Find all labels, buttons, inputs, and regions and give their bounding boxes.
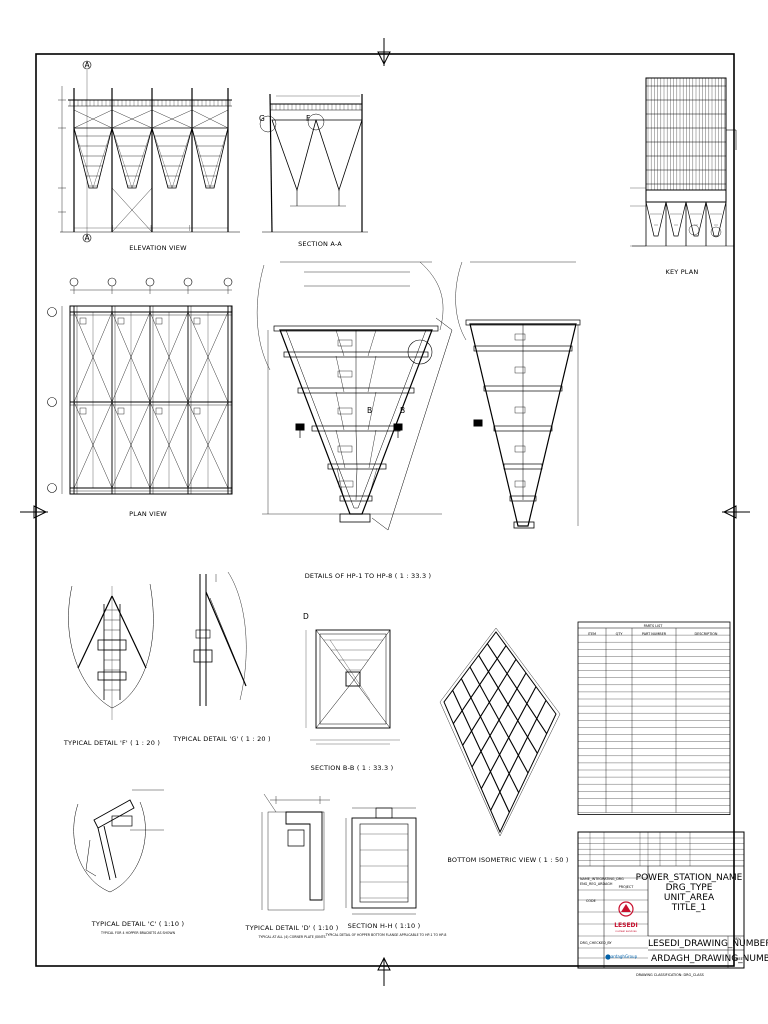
section-a-a-drawing: [259, 93, 368, 233]
elevation-view: [58, 70, 240, 234]
drawing-checked-field: DRG_CHECKED_BY: [580, 941, 613, 945]
plan-view-title: PLAN VIEW: [129, 510, 167, 518]
section-marker-b-right: B: [400, 406, 405, 415]
plan-view-drawing: [61, 286, 233, 495]
drawing-title: TITLE_1: [671, 903, 707, 913]
lesedi-logo-subtext: nuclear services: [615, 929, 637, 933]
section-marker-a-top-label: A: [85, 61, 91, 70]
drawing-classification: DRAWING CLASSIFICATION: DRG_CLASS: [636, 973, 704, 977]
code-label: CODE: [586, 899, 596, 903]
drawing-border: [35, 53, 735, 967]
parts-list-header-part-number: PART NUMBER: [642, 632, 667, 636]
ardagh-drawing-number: ARDAGH_DRAWING_NUMBER: [651, 954, 768, 964]
grid-column-marker: [69, 277, 79, 287]
lesedi-drawing-number: LESEDI_DRAWING_NUMBER: [648, 939, 768, 949]
detail-marker-f: F: [306, 114, 310, 123]
section-b-b-drawing: [305, 629, 400, 745]
section-marker-a-bottom: [82, 233, 92, 243]
section-h-h-title: SECTION H-H ( 1:10 ): [348, 922, 421, 930]
typical-detail-g-title: TYPICAL DETAIL 'G' ( 1 : 20 ): [172, 735, 271, 743]
typical-detail-d-note: TYPICAL AT ALL (4) CORNER PLATE JOINTS: [257, 935, 325, 939]
key-plan-title: KEY PLAN: [665, 268, 698, 276]
section-marker-a-bottom-label: A: [85, 234, 91, 243]
project-label: PROJECT: [619, 885, 635, 889]
typical-detail-c-title: TYPICAL DETAIL 'C' ( 1:10 ): [91, 920, 184, 928]
key-plan-drawing: [630, 77, 737, 247]
plan-grid-markers: [47, 277, 233, 493]
engineer-reg-field: ENG_REG_ARDAGH: [580, 882, 613, 886]
ardagh-logo-icon: [605, 954, 611, 960]
section-a-a-title: SECTION A-A: [298, 240, 342, 248]
hopper-detail-title: DETAILS OF HP-1 TO HP-8 ( 1 : 33.3 ): [305, 572, 432, 580]
parts-list-title: PARTS LIST: [644, 624, 664, 628]
grid-row-marker: [47, 397, 57, 407]
detail-marker-d: D: [303, 612, 309, 621]
elevation-view-title: ELEVATION VIEW: [129, 244, 187, 252]
detail-marker-g: G: [259, 114, 265, 123]
rev-label: REV: [734, 937, 741, 941]
grid-column-marker: [223, 277, 233, 287]
integrating-drawing-field: NAME_INTEGRATING_DRG: [580, 877, 624, 881]
typical-detail-f-drawing: [68, 583, 154, 720]
power-station-name: POWER_STATION_NAME: [636, 873, 743, 883]
typical-detail-d-drawing: [261, 793, 330, 911]
parts-list-table: [577, 621, 731, 816]
sheet-label: SHEETS: [734, 957, 747, 961]
bottom-isometric-title: BOTTOM ISOMETRIC VIEW ( 1 : 50 ): [447, 856, 568, 864]
hopper-detail-drawing: [256, 261, 581, 531]
drawing-type: DRG_TYPE: [666, 883, 713, 893]
typical-detail-c-drawing: [73, 789, 164, 893]
typical-detail-f-title: TYPICAL DETAIL 'F' ( 1 : 20 ): [63, 739, 160, 747]
unit-area: UNIT_AREA: [664, 893, 715, 903]
typical-detail-g-drawing: [193, 571, 247, 706]
section-b-b-title: SECTION B-B ( 1 : 33.3 ): [311, 764, 394, 772]
parts-list-header-item: ITEM: [588, 632, 596, 636]
grid-row-marker: [47, 307, 57, 317]
lesedi-logo-text: LESEDI: [614, 922, 638, 929]
grid-column-marker: [107, 277, 117, 287]
typical-detail-c-note: TYPICAL FOR 4 HOPPER BRACKETS AS SHOWN: [100, 931, 176, 935]
parts-list-header-qty: QTY: [616, 632, 624, 636]
lesedi-logo-icon: [618, 901, 634, 917]
ardagh-logo-text: ardaghGroup: [611, 954, 638, 959]
grid-column-marker: [145, 277, 155, 287]
typical-detail-d-title: TYPICAL DETAIL 'D' ( 1:10 ): [245, 924, 339, 932]
section-marker-b-left: B: [367, 406, 372, 415]
centering-marks: [20, 38, 750, 986]
section-h-h-note: TYPICAL DETAIL OF HOPPER BOTTOM FLANGE A…: [325, 933, 447, 937]
section-marker-a-top: [82, 60, 92, 70]
parts-list-header-description: DESCRIPTION: [695, 632, 718, 636]
grid-row-marker: [47, 483, 57, 493]
bottom-isometric-drawing: [439, 627, 561, 837]
grid-column-marker: [183, 277, 193, 287]
title-block: [577, 831, 745, 969]
section-h-h-drawing: [345, 807, 417, 915]
